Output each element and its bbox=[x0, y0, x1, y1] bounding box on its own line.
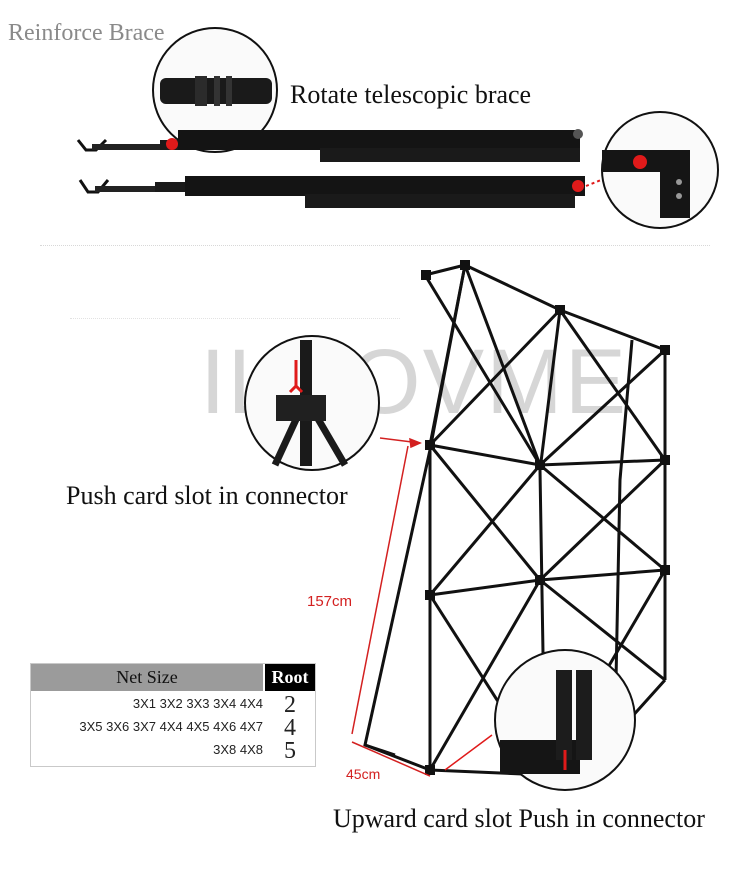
net-size-table: Net Size Root 3X1 3X2 3X3 3X4 4X4 2 3X5 … bbox=[30, 663, 316, 767]
pop-up-frame-illustration bbox=[244, 260, 670, 791]
width-dimension-label: 45cm bbox=[346, 766, 381, 782]
rotate-telescopic-brace-label: Rotate telescopic brace bbox=[290, 80, 532, 109]
frame-joints bbox=[421, 260, 670, 775]
upward-card-slot-label: Upward card slot Push in connector bbox=[333, 804, 705, 833]
root-header: Root bbox=[265, 664, 315, 691]
section-divider-secondary bbox=[70, 318, 400, 319]
dimension-lines bbox=[351, 437, 431, 777]
table-row-root: 5 bbox=[284, 738, 296, 764]
corner-joint-zoom-circle bbox=[601, 111, 719, 229]
connector-zoom-circle bbox=[244, 335, 380, 471]
push-card-slot-label: Push card slot in connector bbox=[66, 481, 348, 510]
table-row-sizes: 3X8 4X8 bbox=[213, 742, 263, 757]
net-size-header: Net Size bbox=[31, 664, 263, 691]
section-divider bbox=[40, 245, 710, 246]
brace-knob-zoom-circle bbox=[152, 27, 278, 153]
table-row-sizes: 3X5 3X6 3X7 4X4 4X5 4X6 4X7 bbox=[79, 719, 263, 734]
upper-brace bbox=[76, 129, 583, 162]
reinforce-brace-title: Reinforce Brace bbox=[8, 20, 165, 46]
upward-slot-zoom-circle bbox=[444, 649, 636, 791]
telescopic-brace-illustration bbox=[76, 27, 719, 229]
table-row-root: 2 bbox=[284, 692, 296, 718]
lower-brace bbox=[78, 176, 585, 208]
table-row-root: 4 bbox=[284, 715, 296, 741]
frame-grid bbox=[363, 263, 667, 777]
height-dimension-label: 157cm bbox=[307, 593, 353, 610]
table-row-sizes: 3X1 3X2 3X3 3X4 4X4 bbox=[132, 696, 263, 711]
